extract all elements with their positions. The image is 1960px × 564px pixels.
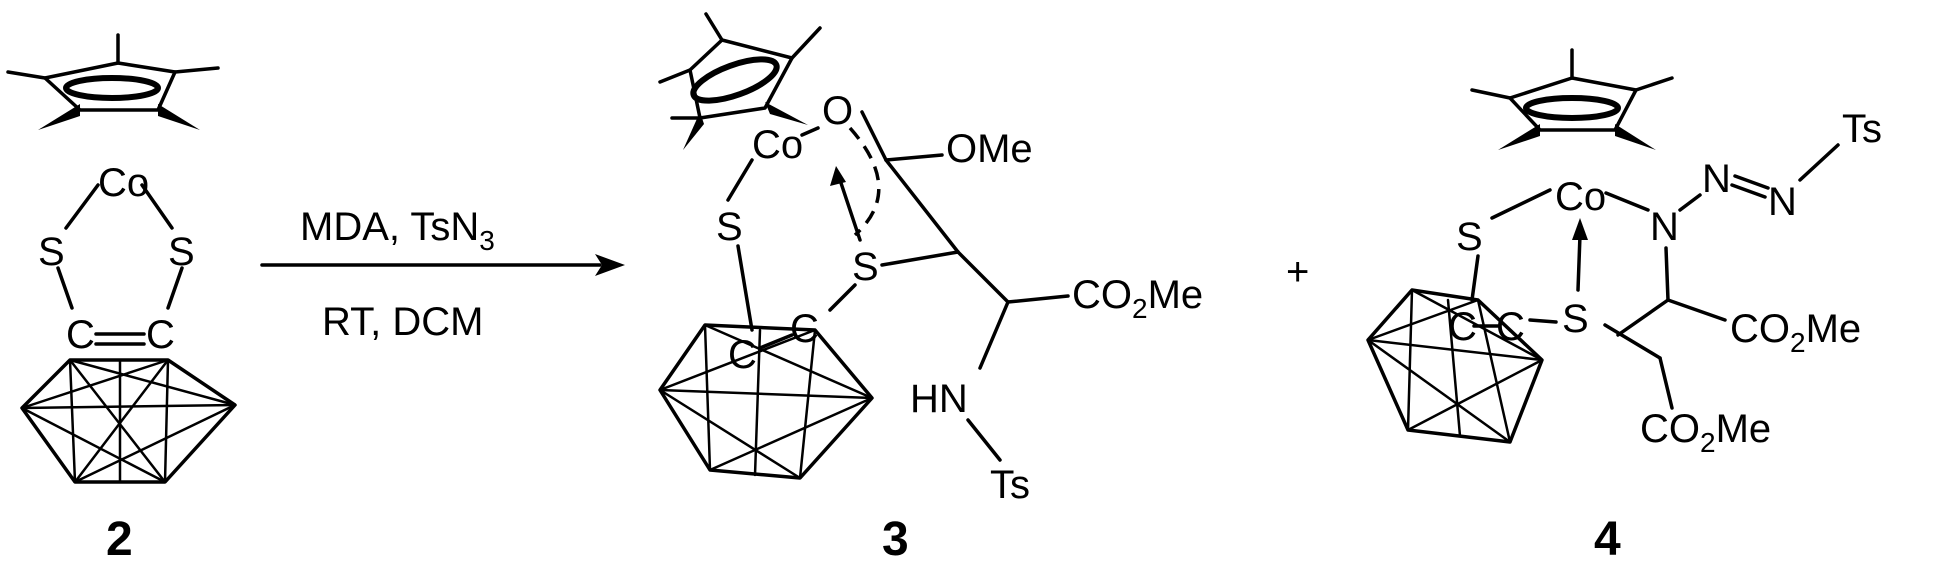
- tosyl-group: Ts: [1842, 107, 1882, 151]
- plus-sign: +: [1286, 250, 1309, 294]
- carbon-atom-right: C: [146, 313, 175, 357]
- ester-group-2: CO2Me: [1640, 407, 1771, 458]
- sulfur-atom-top: S: [716, 205, 743, 249]
- compound-label-2: 2: [106, 513, 133, 564]
- sulfur-atom-top: S: [1456, 215, 1483, 259]
- amine-group: HN: [910, 377, 968, 421]
- cp-star-ligand: [658, 12, 822, 150]
- carborane-cage: [658, 323, 874, 480]
- reaction-arrow: MDA, TsN3 RT, DCM: [260, 205, 625, 344]
- cobalt-atom: Co: [752, 123, 803, 167]
- compound-label-3: 3: [882, 513, 909, 564]
- oxygen-atom: O: [822, 89, 853, 133]
- carborane-cage: [20, 358, 237, 484]
- cobalt-atom: Co: [98, 161, 149, 205]
- compound-4: Co S N N N Ts S CO2Me CO2Me C C: [1366, 48, 1882, 564]
- cp-star-ligand: [6, 33, 220, 130]
- methoxy-group: OMe: [946, 127, 1033, 171]
- sulfur-atom-mid: S: [852, 245, 879, 289]
- nitrogen-atom-1: N: [1650, 205, 1679, 249]
- cobalt-atom: Co: [1555, 175, 1606, 219]
- conditions-text: RT, DCM: [322, 300, 483, 344]
- sulfur-atom-left: S: [38, 230, 65, 274]
- ester-group-1: CO2Me: [1730, 307, 1861, 358]
- carbon-atom-left: C: [66, 313, 95, 357]
- carborane-cage: [1366, 288, 1544, 444]
- nitrogen-atom-2: N: [1702, 157, 1731, 201]
- tosyl-group: Ts: [990, 463, 1030, 507]
- cp-star-ligand: [1470, 48, 1674, 150]
- compound-3: Co O OMe S S CO2Me HN Ts C C: [658, 12, 1203, 564]
- reagents-text: MDA, TsN3: [300, 205, 495, 256]
- compound-label-4: 4: [1594, 513, 1621, 564]
- ester-group: CO2Me: [1072, 273, 1203, 324]
- compound-2: Co S S C C 2: [6, 33, 237, 564]
- nitrogen-atom-3: N: [1768, 180, 1797, 224]
- sulfur-atom-mid: S: [1562, 297, 1589, 341]
